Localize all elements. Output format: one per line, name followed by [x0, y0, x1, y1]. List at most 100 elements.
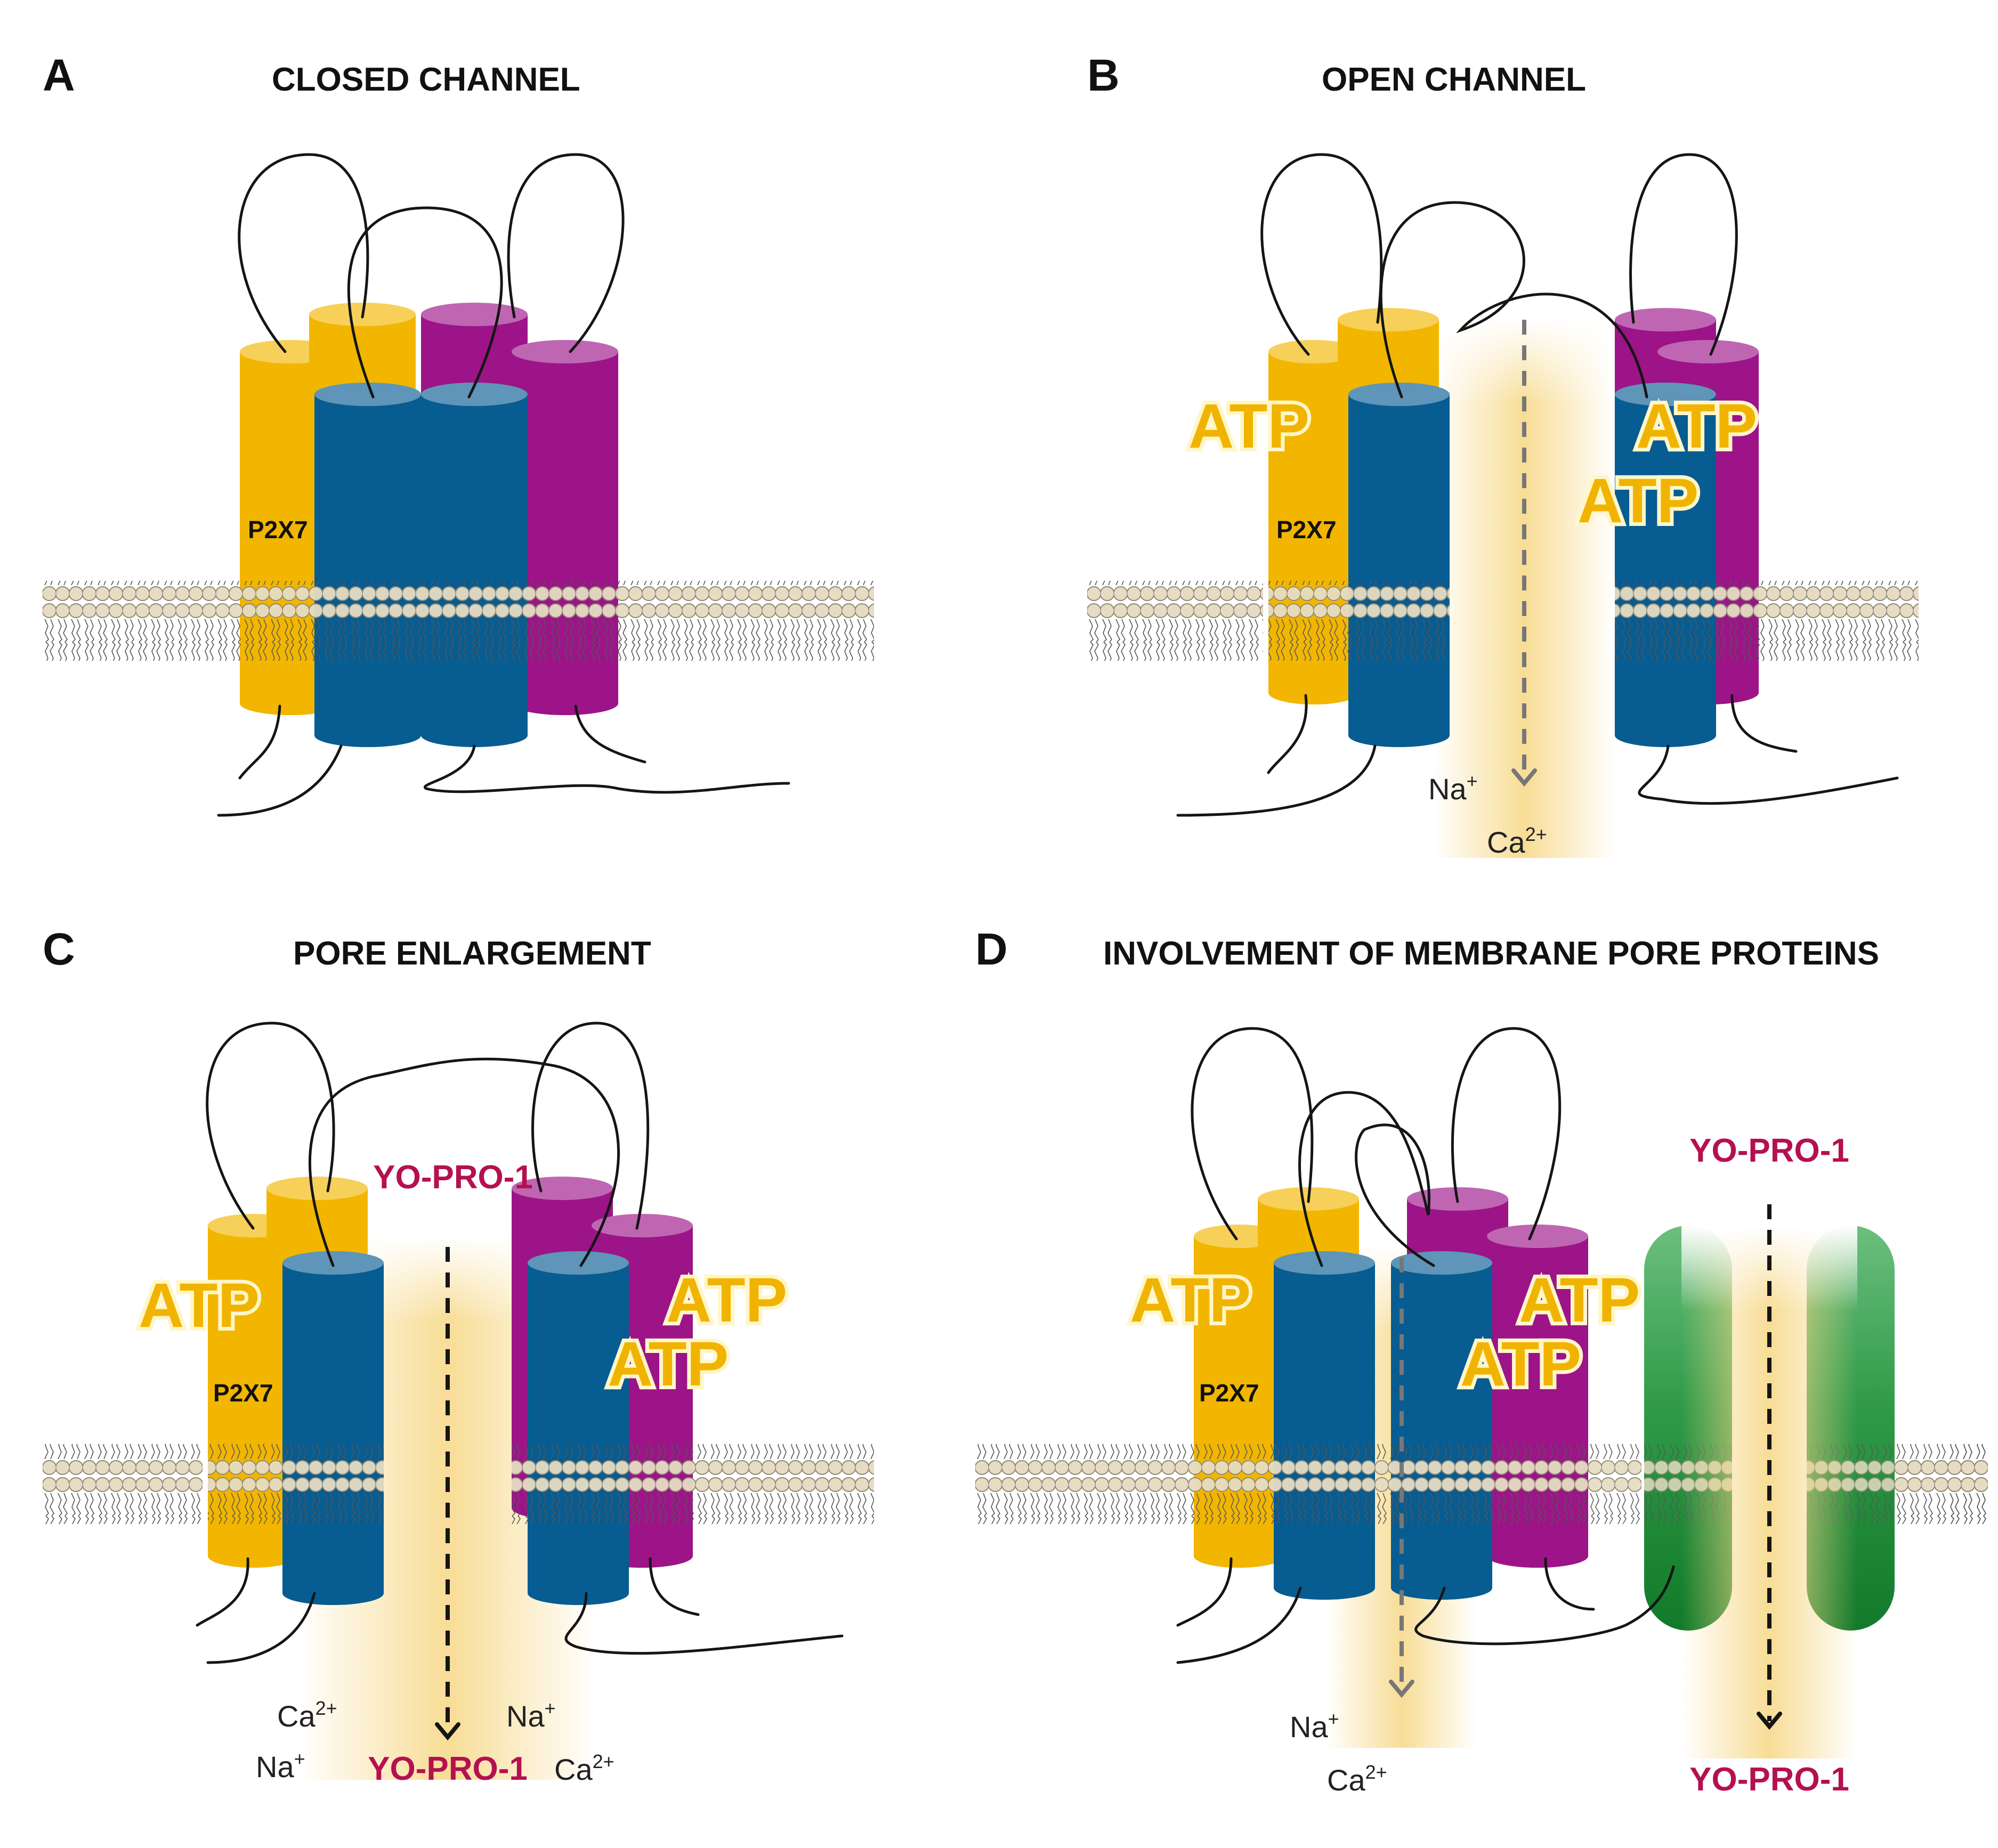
subunit-back-2-top	[421, 303, 528, 326]
extracellular-loop-2	[1298, 1091, 1435, 1267]
dye-label-top: YO-PRO-1	[373, 1159, 533, 1196]
flow-arrow-0-head	[1389, 1680, 1414, 1698]
intracellular-tail-3	[574, 704, 646, 764]
atp-label: ATP	[666, 1265, 787, 1335]
subunit-front-0	[314, 383, 421, 747]
atp-label: ATP	[139, 1270, 260, 1341]
membrane-through-protein-0	[208, 1444, 384, 1524]
membrane-left-bilayer	[975, 1444, 1199, 1524]
membrane-through-protein-1	[1615, 581, 1759, 661]
subunit-front-1-body	[528, 1263, 629, 1605]
subunit-front-1	[421, 383, 528, 747]
atp-label: ATP	[608, 1329, 729, 1399]
membrane-through-protein-1-bilayer	[1615, 581, 1759, 661]
subunit-front-0	[1274, 1251, 1375, 1600]
intracellular-tail-3	[649, 1557, 700, 1616]
flow-arrow-0-head	[435, 1722, 460, 1741]
extracellular-loop-2	[347, 206, 503, 399]
ion-label: Ca2+	[1487, 823, 1547, 859]
extracellular-loop-0	[1260, 153, 1383, 356]
ion-label: Na+	[1290, 1708, 1339, 1744]
extracellular-loop-1	[507, 153, 625, 353]
flow-arrow-0-head	[1511, 768, 1537, 787]
intracellular-tail-2	[564, 1592, 844, 1655]
extracellular-loop-1	[1451, 1027, 1562, 1241]
intracellular-tail-3	[1544, 1557, 1595, 1611]
panel-letter: D	[975, 924, 1008, 974]
subunit-back-3-top	[512, 340, 618, 363]
flow-arrow-0	[435, 1247, 460, 1741]
subunit-front-1-top	[1615, 383, 1716, 406]
membrane-through-protein-0-bilayer	[1194, 1444, 1641, 1524]
atp-label: ATP	[1636, 391, 1757, 461]
subunit-front-0-top	[1274, 1251, 1375, 1275]
subunit-front-0-top	[314, 383, 421, 406]
receptor-label: P2X7	[1276, 516, 1337, 544]
intracellular-tail-2	[423, 744, 790, 794]
membrane-right	[613, 581, 874, 661]
dye-label-bottom: YO-PRO-1	[1689, 1761, 1849, 1798]
subunit-front-0-body	[314, 394, 421, 747]
subunit-back-2-top	[1615, 308, 1716, 331]
membrane-left	[975, 1444, 1199, 1524]
atp-label: ATP	[1460, 1329, 1581, 1399]
intracellular-tail-2	[1414, 1565, 1675, 1646]
subunit-front-0	[1348, 383, 1450, 747]
membrane-left	[43, 1444, 203, 1524]
membrane-through-protein-0-bilayer	[208, 1444, 384, 1524]
subunit-front-1-top	[421, 383, 528, 406]
extracellular-loop-1	[1629, 153, 1738, 356]
intracellular-tail-0	[1267, 694, 1308, 774]
ion-label: Ca2+	[1327, 1761, 1387, 1797]
panel-letter: A	[43, 50, 75, 100]
extracellular-loop-0	[206, 1022, 335, 1230]
ion-label: Ca2+	[277, 1697, 337, 1733]
membrane-right-bilayer	[613, 581, 874, 661]
subunit-front-1	[528, 1251, 629, 1605]
extracellular-loop-1	[531, 1022, 650, 1230]
intracellular-tail-1	[1176, 744, 1377, 817]
subunit-front-1-body	[1391, 1263, 1492, 1600]
membrane-through-protein-0	[240, 581, 618, 661]
subunit-back-2-top	[512, 1177, 613, 1200]
flow-arrow-0	[1511, 320, 1537, 787]
intracellular-tail-3	[1730, 694, 1798, 753]
membrane-through-protein-0-bilayer	[240, 581, 618, 661]
panel-letter: C	[43, 924, 75, 974]
receptor-label: P2X7	[1199, 1379, 1259, 1407]
intracellular-tail-0	[1176, 1557, 1233, 1627]
intracellular-tail-1	[217, 744, 343, 817]
flow-arrow-1	[1757, 1204, 1782, 1730]
intracellular-tail-1	[206, 1592, 316, 1664]
subunit-front-0-body	[282, 1263, 384, 1605]
membrane-through-protein-0-bilayer	[1268, 581, 1450, 661]
intracellular-tail-1	[1176, 1586, 1302, 1664]
flow-arrow-0	[1389, 1258, 1414, 1698]
receptor-label: P2X7	[248, 516, 308, 544]
subunit-back-3-top	[592, 1214, 693, 1237]
membrane-through-protein-0	[1268, 581, 1450, 661]
ion-label: Na+	[1428, 770, 1478, 806]
intracellular-tail-2	[1638, 744, 1899, 805]
receptor-label: P2X7	[213, 1379, 273, 1407]
subunit-front-0-top	[1348, 383, 1450, 406]
subunit-front-0-body	[1274, 1263, 1375, 1600]
extracellular-loop-2	[1379, 201, 1648, 399]
dye-label-bottom: YO-PRO-1	[368, 1750, 528, 1787]
intracellular-tail-0	[196, 1557, 249, 1627]
panel-a: A CLOSED CHANNEL P2X7	[43, 50, 874, 817]
membrane-through-protein-1	[512, 1444, 693, 1524]
membrane-left	[1087, 581, 1263, 661]
extracellular-loop-2	[309, 1057, 620, 1267]
extracellular-loop-0	[1191, 1027, 1314, 1241]
flow-arrow-1-head	[1757, 1712, 1782, 1730]
panel-title: PORE ENLARGEMENT	[293, 935, 651, 972]
panel-title: CLOSED CHANNEL	[272, 61, 580, 98]
subunit-back-1-top	[1338, 308, 1439, 331]
subunit-back-3-top	[1487, 1225, 1588, 1248]
membrane-through-protein-1-bilayer	[512, 1444, 693, 1524]
subunit-back-0-top	[1268, 340, 1359, 363]
